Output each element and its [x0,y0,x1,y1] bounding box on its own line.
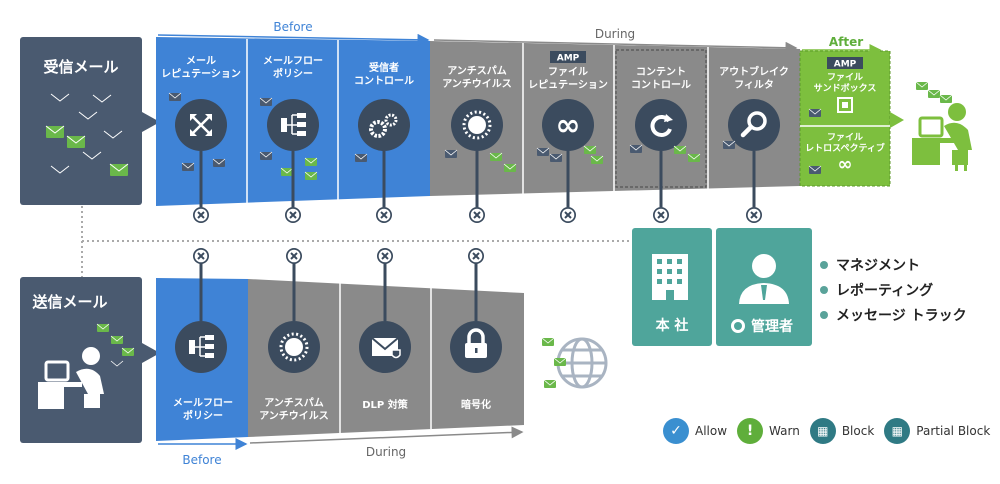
legend: ✓ Allow ! Warn ▦ Block ▦ Partial Block [663,418,990,444]
stage-label: ポリシー [183,409,223,422]
outbound-stage-icons [175,321,502,373]
list-item: レポーティング [820,277,967,302]
headquarters-label: 本 社 [656,317,689,334]
gears-icon [358,99,410,151]
admin-user-icon [739,254,789,304]
recipient-user-icon [912,103,972,171]
office-section: 本 社 管理者 [632,228,812,346]
inbound-before-label: Before [273,20,312,34]
stage-label: アンチスパム [264,397,324,409]
legend-item-block: ▦ Block [809,418,874,444]
stage-label: メールフロー [263,55,323,67]
stage-label: メールフロー [173,397,233,409]
sandbox-icon [837,97,853,113]
outbound-section: 送信メール [20,247,608,467]
partial-block-icon: ▦ [884,418,911,444]
stage-label: アンチウイルス [259,410,329,422]
list-item: マネジメント [820,252,967,277]
outbound-title: 送信メール [31,293,107,311]
amp-badge [550,51,586,63]
svg-text:AMP: AMP [557,54,580,64]
admin-label: 管理者 [751,318,793,335]
legend-item-allow: ✓ Allow [663,418,727,444]
stage-label: コントロール [354,75,414,87]
stage-label: フィルタ [734,79,774,91]
inbound-section: 受信メール Before During [20,20,972,224]
stage-label: レピュテーション [161,68,241,80]
svg-text:AMP: AMP [834,60,857,70]
inbound-during-label: During [595,27,635,41]
inbound-after-label: After [829,35,863,49]
inbound-title: 受信メール [43,58,118,76]
inbound-stage-icons: ∞ [175,99,780,151]
management-list: マネジメント レポーティング メッセージ トラック [820,252,967,327]
legend-item-partial-block: ▦ Partial Block [884,418,990,444]
amp-badge [827,57,863,69]
svg-text:∞: ∞ [556,108,581,143]
stage-label: ファイル [548,66,588,78]
building-icon [652,254,688,300]
stage-label: アンチスパム [447,65,507,77]
block-icon: ▦ [809,418,836,444]
svg-text:ファイル: ファイル [827,72,863,83]
outbound-during-label: During [366,445,406,459]
stage-label: 暗号化 [461,398,491,411]
after-box [799,50,891,187]
infinity-icon [542,99,594,151]
magnifier-icon [728,99,780,151]
svg-text:サンドボックス: サンドボックス [814,82,877,94]
stage-label: メール [186,55,216,67]
stage-label: 受信者 [369,61,399,74]
check-icon: ✓ [663,418,689,444]
block-marks [192,206,763,224]
svg-text:ファイル: ファイル [827,132,863,143]
outbound-before-label: Before [182,453,221,467]
stage-label: コントロール [631,79,691,91]
stage-label: DLP 対策 [362,398,408,411]
list-item: メッセージ トラック [820,302,967,327]
stage-label: レピュテーション [528,79,608,91]
refresh-icon [635,99,687,151]
sender-user-icon [38,347,104,409]
stage-label: アウトブレイク [719,65,789,78]
svg-text:レトロスペクティブ: レトロスペクティブ [805,142,885,154]
stage-label: アンチウイルス [442,78,512,90]
infinity-icon: ∞ [838,154,853,175]
stage-label: ポリシー [273,67,313,80]
block-marks [192,247,485,265]
legend-item-warn: ! Warn [737,418,800,444]
warning-icon: ! [737,418,764,444]
stage-label: コンテント [636,66,686,78]
